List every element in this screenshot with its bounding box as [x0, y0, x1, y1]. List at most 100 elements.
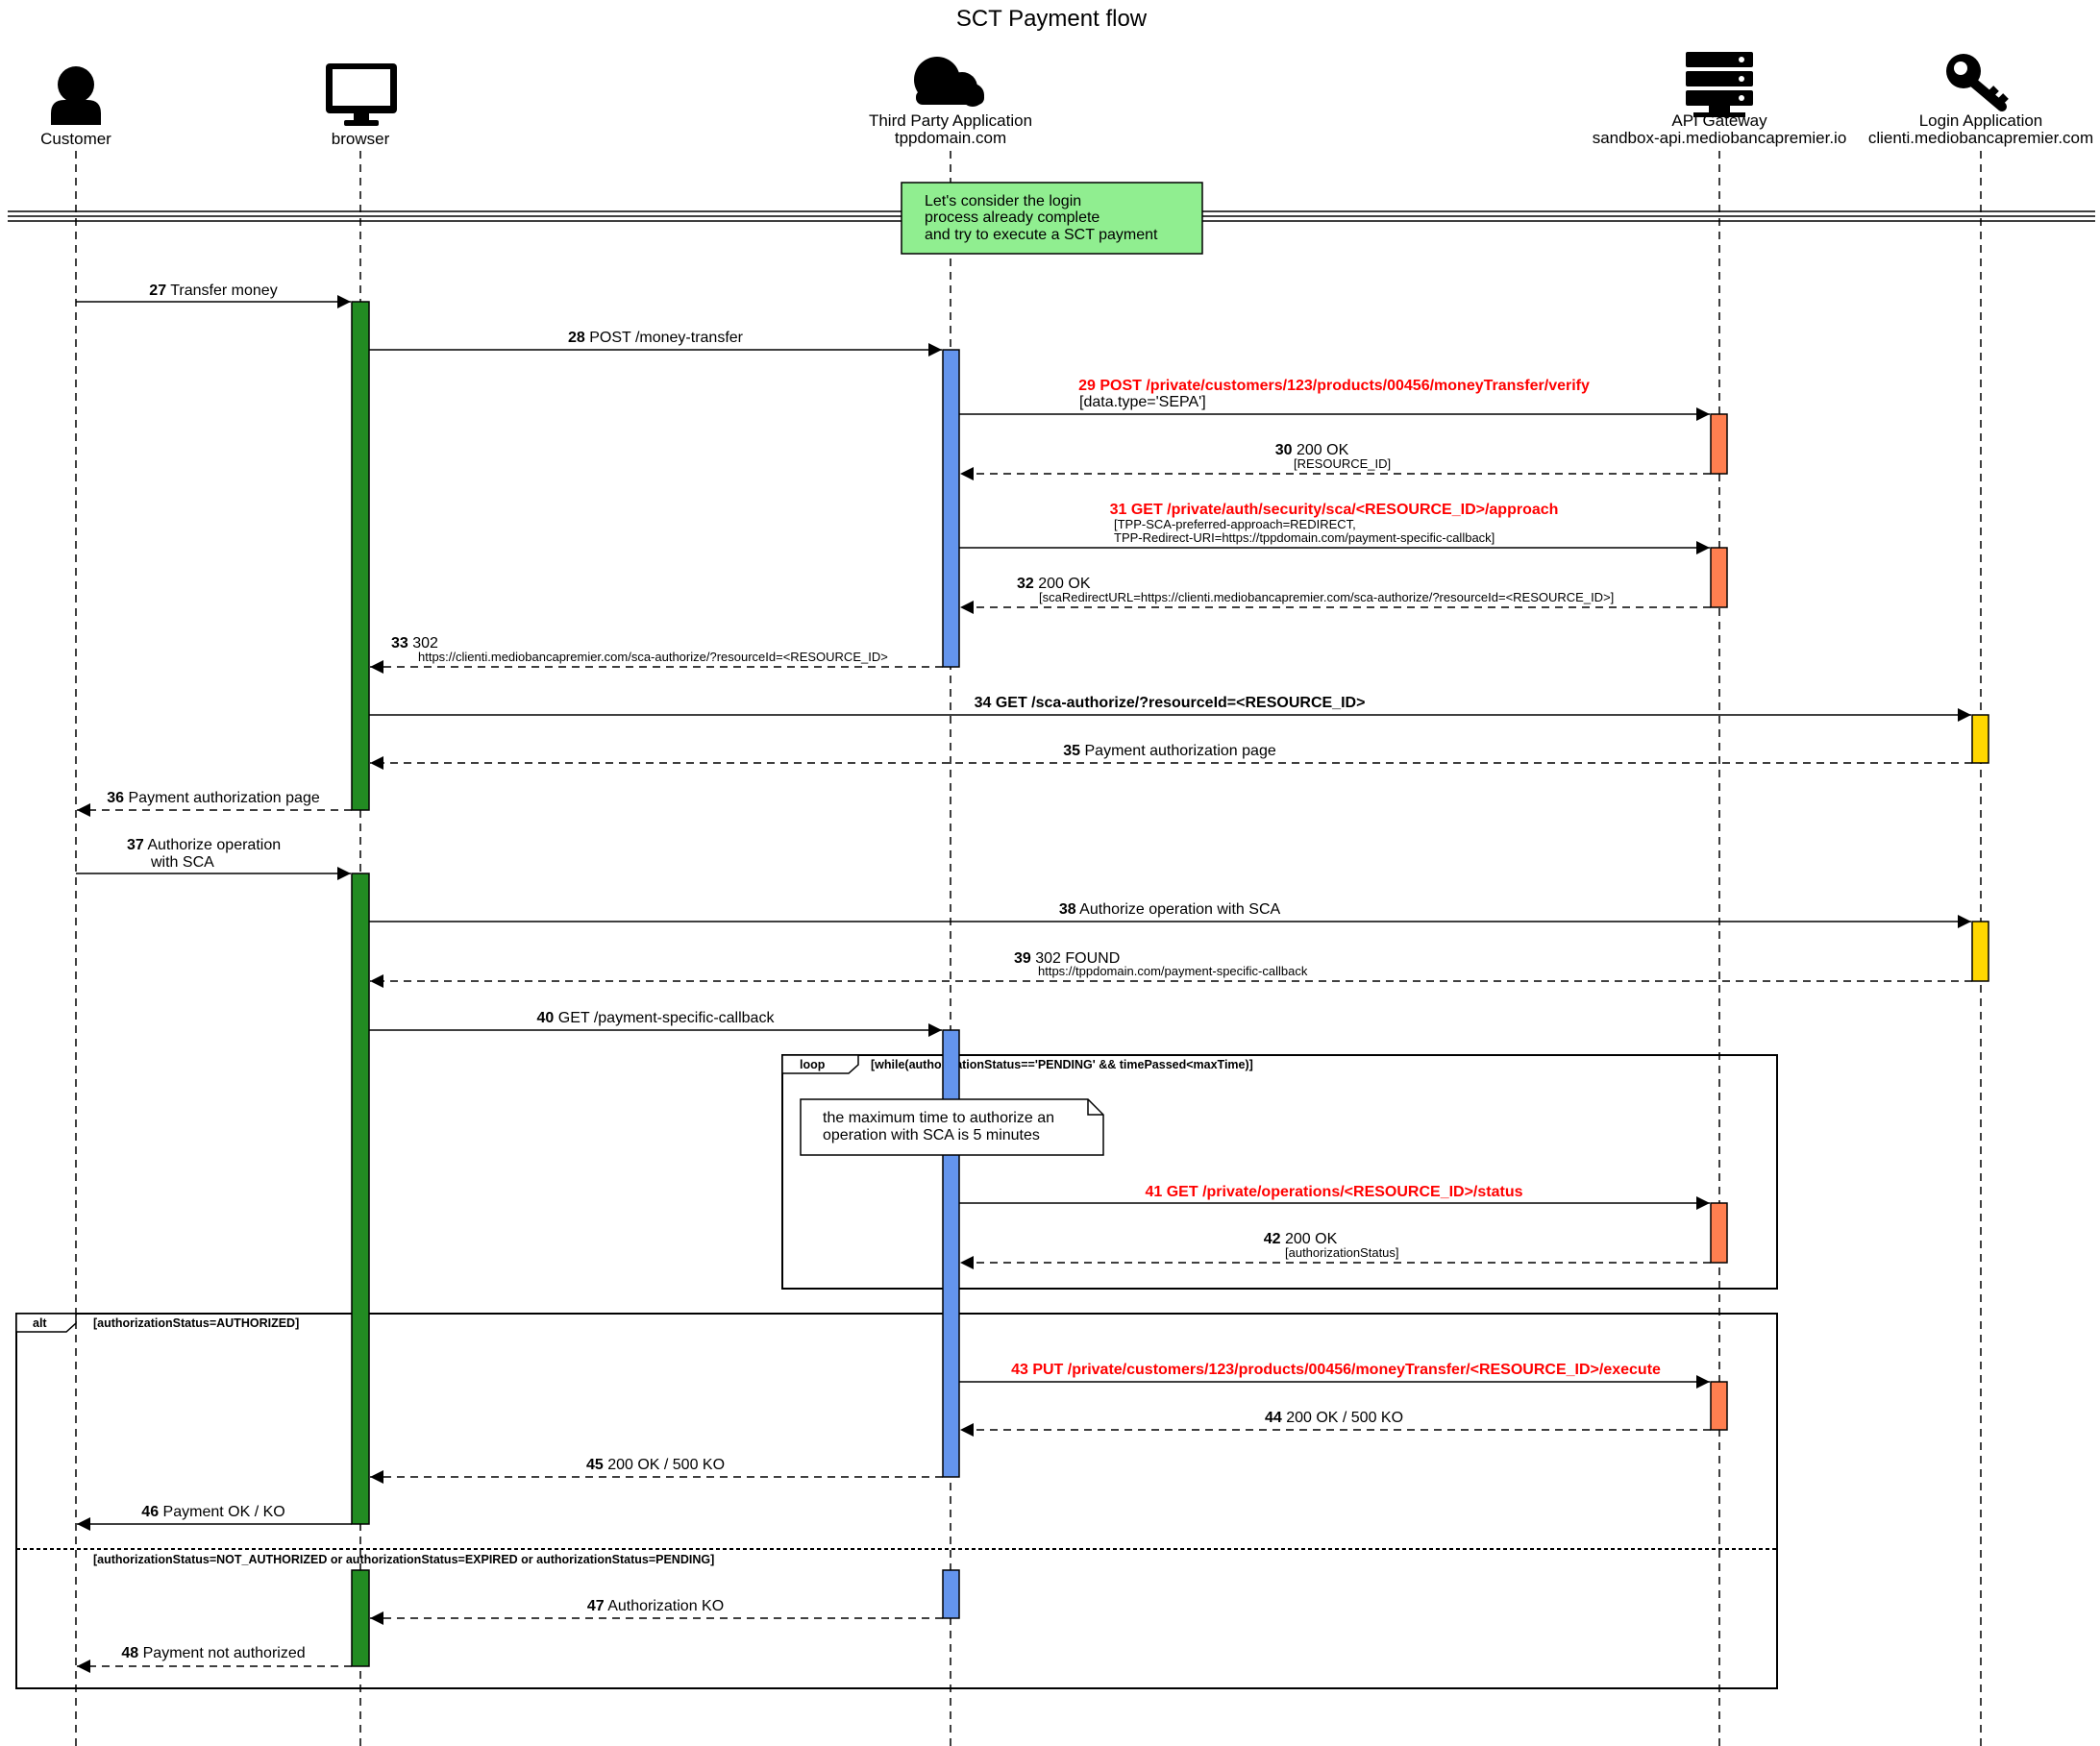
message-number: 31	[1110, 502, 1127, 518]
message-label: 200 OK / 500 KO	[1286, 1410, 1403, 1426]
message-29: 29 POST /private/customers/123/products/…	[959, 378, 1710, 421]
message-42: 42 200 OK [authorizationStatus]	[960, 1231, 1711, 1269]
message-label: Authorize operation with SCA	[1079, 901, 1280, 918]
svg-text:33 302: 33 302	[391, 635, 438, 652]
message-label: 200 OK	[1297, 442, 1349, 458]
message-number: 45	[586, 1457, 604, 1473]
message-47: 47 Authorization KO	[370, 1598, 943, 1625]
svg-text:27 Transfer money: 27 Transfer money	[149, 283, 277, 299]
activation-gateway	[1710, 547, 1728, 608]
message-label: Payment authorization page	[129, 790, 320, 806]
message-number: 27	[149, 283, 166, 299]
cloud-icon	[914, 57, 984, 107]
key-icon	[1946, 54, 2009, 111]
message-31: 31 GET /private/auth/security/sca/<RESOU…	[959, 502, 1710, 554]
message-number: 47	[587, 1598, 605, 1614]
activation-browser	[351, 301, 370, 811]
activation-tpp	[942, 1569, 960, 1619]
message-label: Payment not authorized	[143, 1645, 306, 1661]
alt-condition-2: [authorizationStatus=NOT_AUTHORIZED or a…	[93, 1553, 714, 1566]
message-detail: [RESOURCE_ID]	[1294, 456, 1391, 471]
loop-condition: [while(authorizationStatus=='PENDING' &&…	[871, 1058, 1253, 1071]
divider-note-box	[901, 182, 1203, 255]
message-detail: [scaRedirectURL=https://clienti.medioban…	[1039, 590, 1614, 604]
svg-text:34 GET /sca-authorize/?resourc: 34 GET /sca-authorize/?resourceId=<RESOU…	[975, 695, 1366, 711]
svg-text:38 Authorize operation with SC: 38 Authorize operation with SCA	[1059, 901, 1281, 918]
loop-keyword: loop	[800, 1058, 826, 1071]
divider-note-line: Let's consider the login	[925, 193, 1081, 209]
message-number: 44	[1265, 1410, 1282, 1426]
svg-text:42 200 OK: 42 200 OK	[1264, 1231, 1338, 1247]
message-number: 35	[1063, 743, 1080, 759]
message-number: 36	[107, 790, 124, 806]
svg-text:48 Payment not authorized: 48 Payment not authorized	[121, 1645, 305, 1661]
participant-name: API Gateway	[1671, 111, 1767, 130]
participant-subtitle: clienti.mediobancapremier.com	[1868, 129, 2093, 147]
svg-text:32 200 OK: 32 200 OK	[1017, 576, 1091, 592]
message-27: 27 Transfer money	[76, 283, 351, 308]
activation-tpp	[942, 1029, 960, 1478]
activation-gateway	[1710, 1381, 1728, 1431]
svg-text:39 302 FOUND: 39 302 FOUND	[1014, 950, 1120, 967]
message-34: 34 GET /sca-authorize/?resourceId=<RESOU…	[369, 695, 1971, 722]
message-number: 48	[121, 1645, 138, 1661]
message-label-line2: with SCA	[150, 854, 214, 871]
message-detail: [TPP-SCA-preferred-approach=REDIRECT,	[1114, 517, 1356, 531]
message-label: PUT /private/customers/123/products/0045…	[1032, 1362, 1661, 1378]
participant-login: Login Application clienti.mediobancaprem…	[1868, 111, 2093, 147]
message-37: 37 Authorize operation with SCA	[76, 837, 351, 880]
message-label: Authorize operation	[147, 837, 281, 853]
alt-condition-1: [authorizationStatus=AUTHORIZED]	[93, 1316, 299, 1330]
message-label: 200 OK / 500 KO	[607, 1457, 725, 1473]
message-number: 42	[1264, 1231, 1281, 1247]
loop-frame: loop [while(authorizationStatus=='PENDIN…	[781, 1054, 1778, 1290]
message-number: 40	[537, 1010, 555, 1026]
message-28: 28 POST /money-transfer	[369, 330, 942, 357]
svg-text:47 Authorization KO: 47 Authorization KO	[587, 1598, 724, 1614]
activation-gateway	[1710, 1202, 1728, 1264]
message-number: 41	[1145, 1184, 1162, 1200]
message-label: GET /sca-authorize/?resourceId=<RESOURCE…	[996, 695, 1366, 711]
participant-name: Customer	[40, 130, 111, 148]
message-39: 39 302 FOUND https://tppdomain.com/payme…	[370, 950, 1972, 988]
message-number: 34	[975, 695, 992, 711]
participant-name: Login Application	[1919, 111, 2043, 130]
message-45: 45 200 OK / 500 KO	[370, 1457, 943, 1484]
message-number: 33	[391, 635, 408, 652]
svg-text:44 200 OK / 500 KO: 44 200 OK / 500 KO	[1265, 1410, 1403, 1426]
message-48: 48 Payment not authorized	[77, 1645, 352, 1673]
svg-text:45 200 OK / 500 KO: 45 200 OK / 500 KO	[586, 1457, 725, 1473]
alt-frame: alt [authorizationStatus=AUTHORIZED] [au…	[15, 1313, 1778, 1689]
participant-subtitle: tppdomain.com	[895, 129, 1006, 147]
message-number: 43	[1011, 1362, 1028, 1378]
message-detail: https://clienti.mediobancapremier.com/sc…	[418, 650, 888, 664]
message-number: 39	[1014, 950, 1031, 967]
svg-text:31 GET /private/auth/security/: 31 GET /private/auth/security/sca/<RESOU…	[1110, 502, 1559, 518]
message-label: GET /private/auth/security/sca/<RESOURCE…	[1131, 502, 1559, 518]
message-label: GET /payment-specific-callback	[558, 1010, 776, 1026]
message-43: 43 PUT /private/customers/123/products/0…	[959, 1362, 1710, 1389]
divider-note-line: and try to execute a SCT payment	[925, 227, 1158, 243]
svg-text:30 200 OK: 30 200 OK	[1275, 442, 1349, 458]
divider: Let's consider the login process already…	[8, 182, 2095, 255]
message-detail: [data.type='SEPA']	[1079, 394, 1206, 410]
message-label: Transfer money	[170, 283, 277, 299]
loop-note-line: operation with SCA is 5 minutes	[823, 1127, 1040, 1144]
participant-gateway: API Gateway sandbox-api.mediobancapremie…	[1593, 111, 1847, 147]
person-icon	[51, 66, 101, 125]
message-label: 302	[412, 635, 438, 652]
message-number: 32	[1017, 576, 1034, 592]
message-36: 36 Payment authorization page	[77, 790, 352, 817]
activation-tpp	[942, 349, 960, 668]
svg-text:46 Payment OK / KO: 46 Payment OK / KO	[141, 1504, 284, 1520]
message-number: 37	[127, 837, 144, 853]
activation-browser	[351, 873, 370, 1525]
svg-text:40 GET /payment-specific-callb: 40 GET /payment-specific-callback	[537, 1010, 776, 1026]
message-35: 35 Payment authorization page	[370, 743, 1972, 770]
message-38: 38 Authorize operation with SCA	[369, 901, 1971, 928]
message-label: 302 FOUND	[1035, 950, 1120, 967]
message-detail: https://tppdomain.com/payment-specific-c…	[1038, 964, 1308, 978]
message-30: 30 200 OK [RESOURCE_ID]	[960, 442, 1711, 480]
message-label: GET /private/operations/<RESOURCE_ID>/st…	[1167, 1184, 1523, 1200]
